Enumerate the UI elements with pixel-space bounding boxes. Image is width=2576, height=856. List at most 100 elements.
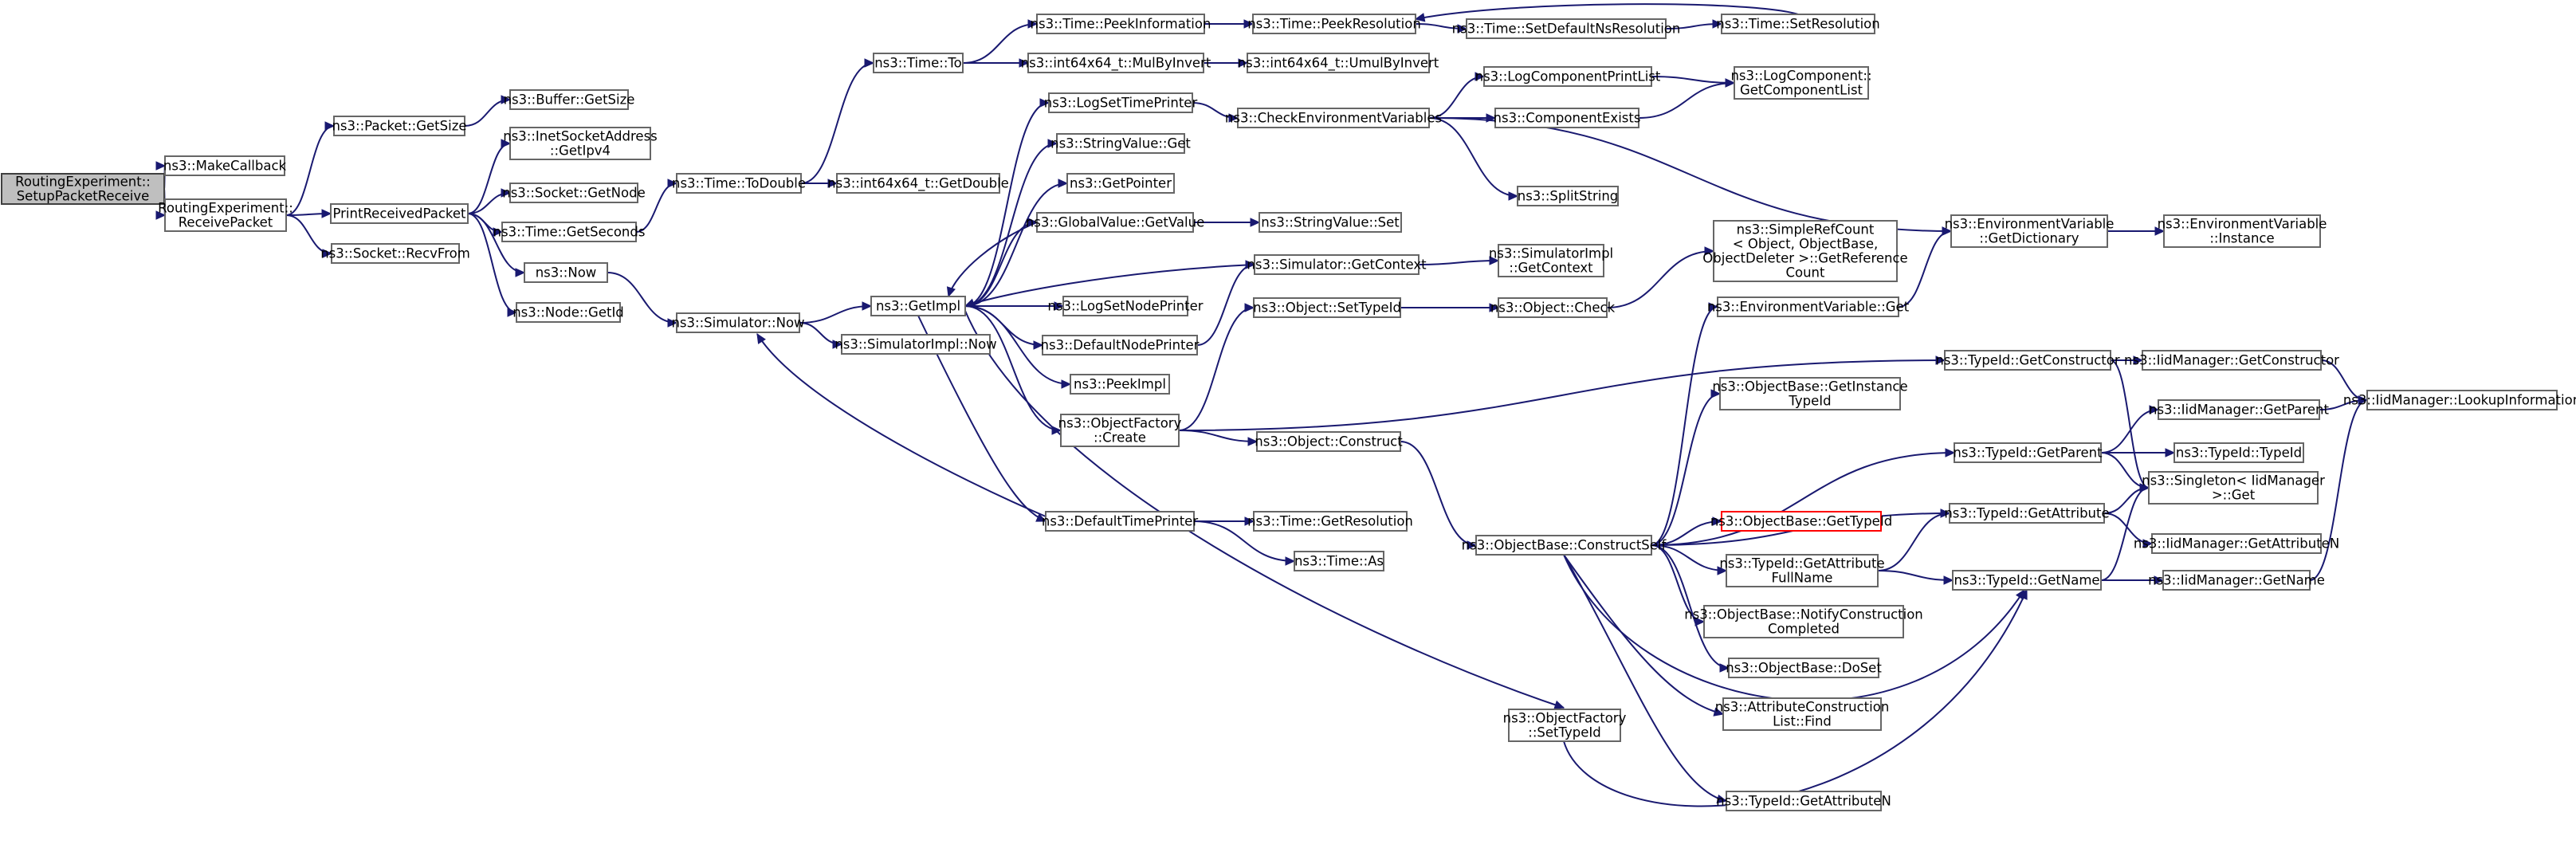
- node-socketrecvfrom[interactable]: ns3::Socket::RecvFrom: [320, 243, 470, 264]
- edge-typeidgetattribute-to-iidgetattributen: [2103, 512, 2154, 548]
- node-mullbyinvert[interactable]: ns3::int64x64_t::MulByInvert: [1021, 53, 1211, 73]
- edge-line: [1651, 544, 1730, 669]
- node-timeas[interactable]: ns3::Time::As: [1294, 551, 1384, 571]
- arrowhead: [1244, 303, 1255, 312]
- node-objfactorysettypeid[interactable]: ns3::ObjectFactory::SetTypeId: [1503, 709, 1627, 742]
- node-setres[interactable]: ns3::Time::SetResolution: [1716, 14, 1880, 34]
- node-umulbyinvert[interactable]: ns3::int64x64_t::UmulByInvert: [1238, 53, 1439, 73]
- node-peekres[interactable]: ns3::Time::PeekResolution: [1247, 14, 1421, 34]
- node-label: FullName: [1772, 571, 1833, 586]
- node-timegetres[interactable]: ns3::Time::GetResolution: [1247, 511, 1413, 532]
- node-typeidgetparent[interactable]: ns3::TypeId::GetParent: [1953, 442, 2103, 463]
- node-constructself[interactable]: ns3::ObjectBase::ConstructSelf: [1462, 535, 1667, 556]
- arrowhead: [964, 298, 976, 308]
- node-splitstring[interactable]: ns3::SplitString: [1517, 186, 1619, 206]
- node-iidgetattributen[interactable]: ns3::IidManager::GetAttributeN: [2134, 533, 2339, 554]
- node-envgetdict[interactable]: ns3::EnvironmentVariable::GetDictionary: [1945, 214, 2115, 248]
- node-layer: RoutingExperiment::SetupPacketReceivens3…: [1, 14, 2576, 811]
- node-typeidgetattributen[interactable]: ns3::TypeId::GetAttributeN: [1716, 791, 1891, 811]
- node-label: ns3::int64x64_t::MulByInvert: [1021, 56, 1211, 72]
- node-obgettypeid[interactable]: ns3::ObjectBase::GetTypeId: [1710, 511, 1892, 532]
- node-singletonget[interactable]: ns3::Singleton< IidManager>::Get: [2142, 471, 2325, 505]
- node-iidgetname[interactable]: ns3::IidManager::GetName: [2148, 570, 2325, 591]
- node-nodegetid[interactable]: ns3::Node::GetId: [512, 302, 624, 323]
- node-envget[interactable]: ns3::EnvironmentVariable::Get: [1707, 296, 1910, 317]
- node-peekimpl[interactable]: ns3::PeekImpl: [1070, 374, 1170, 395]
- node-simgetcontext[interactable]: ns3::Simulator::GetContext: [1247, 254, 1427, 275]
- node-simplerefcount[interactable]: ns3::SimpleRefCount< Object, ObjectBase,…: [1702, 220, 1908, 282]
- edge-getimpl-to-peekimpl: [964, 305, 1072, 389]
- node-ns3now[interactable]: ns3::Now: [524, 262, 608, 283]
- node-box: [509, 89, 629, 110]
- node-logcompget[interactable]: ns3::LogComponent::GetComponentList: [1730, 66, 1872, 100]
- edge-objsettypeid-to-objcheck: [1400, 303, 1500, 312]
- node-label: ns3::PeekImpl: [1074, 377, 1166, 392]
- node-logsetnode[interactable]: ns3::LogSetNodePrinter: [1047, 296, 1204, 316]
- node-root[interactable]: RoutingExperiment::SetupPacketReceive: [1, 173, 165, 205]
- node-typeidgetattribute[interactable]: ns3::TypeId::GetAttribute: [1944, 503, 2110, 524]
- edge-getimpl-to-logsettime: [964, 98, 1050, 307]
- edge-line: [285, 125, 335, 216]
- node-peekinfo[interactable]: ns3::Time::PeekInformation: [1031, 14, 1211, 34]
- node-defaulttime[interactable]: ns3::DefaultTimePrinter: [1042, 511, 1198, 532]
- node-simimplgetcontext[interactable]: ns3::SimulatorImpl::GetContext: [1489, 244, 1613, 277]
- node-checkenv[interactable]: ns3::CheckEnvironmentVariables: [1225, 108, 1442, 128]
- arrowhead: [1058, 179, 1069, 188]
- node-obdoset[interactable]: ns3::ObjectBase::DoSet: [1726, 658, 1882, 678]
- node-receivepacket[interactable]: RoutingExperiment::ReceivePacket: [158, 198, 293, 232]
- node-stringvalueget[interactable]: ns3::StringValue::Get: [1050, 133, 1191, 154]
- node-label: ns3::TypeId::TypeId: [2176, 446, 2302, 461]
- node-printreceived[interactable]: PrintReceivedPacket: [330, 203, 469, 224]
- node-label: ns3::SimulatorImpl::Now: [834, 337, 996, 352]
- node-timeto[interactable]: ns3::Time::To: [873, 53, 964, 73]
- node-logsettime[interactable]: ns3::LogSetTimePrinter: [1044, 92, 1198, 113]
- edge-iidgetname-to-lookupinfo: [2309, 395, 2369, 581]
- node-label: GetComponentList: [1740, 83, 1863, 98]
- node-simnow[interactable]: ns3::Simulator::Now: [671, 312, 805, 333]
- node-objfactorycreate[interactable]: ns3::ObjectFactory::Create: [1058, 414, 1182, 447]
- arrowhead: [501, 188, 512, 198]
- node-getpointer[interactable]: ns3::GetPointer: [1066, 173, 1175, 194]
- node-makecallback[interactable]: ns3::MakeCallback: [163, 155, 287, 176]
- node-setdefaultns[interactable]: ns3::Time::SetDefaultNsResolution: [1452, 18, 1681, 39]
- edge-line: [1178, 359, 1946, 431]
- node-socketgetnode[interactable]: ns3::Socket::GetNode: [502, 183, 646, 203]
- node-typeidgetconstructor[interactable]: ns3::TypeId::GetConstructor: [1935, 350, 2120, 371]
- node-packetgetsize[interactable]: ns3::Packet::GetSize: [332, 116, 467, 136]
- edge-line: [1638, 82, 1735, 119]
- node-notifyconstruct[interactable]: ns3::ObjectBase::NotifyConstructionCompl…: [1684, 605, 1923, 638]
- edge-line: [964, 305, 1062, 431]
- node-objsettypeid[interactable]: ns3::Object::SetTypeId: [1253, 297, 1401, 318]
- node-logcompprint[interactable]: ns3::LogComponentPrintList: [1475, 66, 1661, 87]
- node-getipv4[interactable]: ns3::InetSocketAddress::GetIpv4: [503, 127, 658, 160]
- node-envinstance[interactable]: ns3::EnvironmentVariable::Instance: [2158, 214, 2327, 248]
- node-lookupinfo[interactable]: ns3::IidManager::LookupInformation: [2343, 390, 2576, 410]
- node-getimpl[interactable]: ns3::GetImpl: [870, 296, 966, 316]
- node-globalvalueget[interactable]: ns3::GlobalValue::GetValue: [1026, 212, 1204, 233]
- node-simimplnow[interactable]: ns3::SimulatorImpl::Now: [834, 334, 997, 355]
- node-objcheck[interactable]: ns3::Object::Check: [1490, 297, 1616, 318]
- node-defaultnode[interactable]: ns3::DefaultNodePrinter: [1041, 335, 1200, 355]
- node-int64getdouble[interactable]: ns3::int64x64_t::GetDouble: [827, 173, 1009, 194]
- arrowhead: [501, 139, 512, 148]
- node-iidgetparent[interactable]: ns3::IidManager::GetParent: [2149, 399, 2330, 420]
- node-buffergetsize[interactable]: ns3::Buffer::GetSize: [504, 89, 635, 110]
- node-compexists[interactable]: ns3::ComponentExists: [1494, 108, 1641, 128]
- node-label: ns3::ObjectBase::GetTypeId: [1710, 514, 1892, 529]
- node-box: [1703, 605, 1904, 638]
- node-label: ns3::MakeCallback: [163, 159, 287, 174]
- node-todouble[interactable]: ns3::Time::ToDouble: [672, 173, 806, 194]
- node-typeidtypeid[interactable]: ns3::TypeId::TypeId: [2174, 442, 2304, 463]
- node-label: ns3::Socket::RecvFrom: [320, 246, 470, 261]
- node-label: ns3::SplitString: [1518, 189, 1619, 204]
- node-objconstruct[interactable]: ns3::Object::Construct: [1255, 431, 1403, 452]
- arrowhead: [2142, 539, 2154, 548]
- node-stringvalueset[interactable]: ns3::StringValue::Set: [1259, 212, 1402, 233]
- node-typeidgetname[interactable]: ns3::TypeId::GetName: [1952, 570, 2102, 591]
- edge-checkenv-to-splitstring: [1428, 117, 1519, 201]
- node-timegetseconds[interactable]: ns3::Time::GetSeconds: [493, 222, 646, 242]
- node-iidgetconstructor[interactable]: ns3::IidManager::GetConstructor: [2124, 350, 2339, 371]
